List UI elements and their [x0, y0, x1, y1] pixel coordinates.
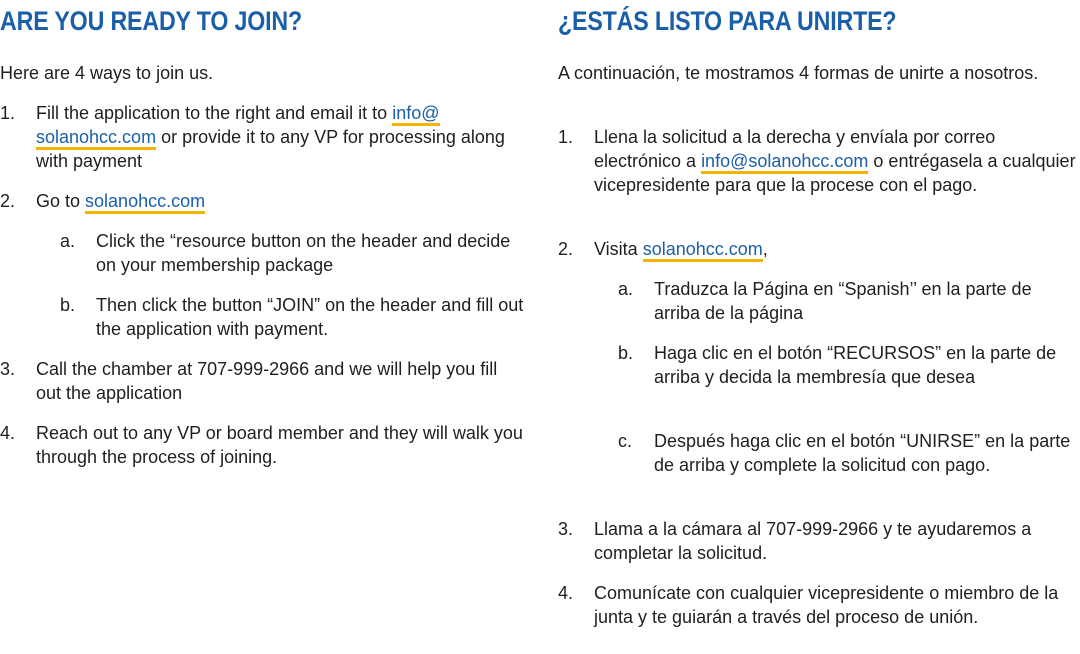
step-text: Reach out to any VP or board member and … [36, 423, 523, 467]
step-number: 1. [558, 127, 574, 147]
step-text: Comunícate con cualquier vicepresidente … [594, 583, 1059, 627]
step-text: Call the chamber at 707-999-2966 and we … [36, 359, 498, 403]
substep-letter: a. [60, 231, 76, 251]
english-step-2: 2. Go to solanohcc.com [0, 189, 525, 214]
step-text-before: Visita [594, 239, 643, 259]
spanish-heading: ¿ESTÁS LISTO PARA UNIRTE? [558, 6, 897, 36]
step-text-after: o entrégasela a cualquier vicepresidente… [594, 151, 1076, 195]
step-text: Visita solanohcc.com, [594, 237, 1080, 262]
step-number: 2. [0, 191, 16, 211]
substep-text: Click the “resource button on the header… [96, 231, 511, 275]
substep-text: Then click the button “JOIN” on the head… [96, 295, 524, 339]
spanish-step-2c: c. Después haga clic en el botón “UNIRSE… [618, 429, 1080, 501]
step-number: 4. [558, 583, 574, 603]
spanish-step-2b: b. Haga clic en el botón “RECURSOS” en l… [618, 341, 1080, 413]
email-link[interactable]: info@ [392, 103, 440, 126]
spanish-step-2a: a. Traduzca la Página en “Spanish’’ en l… [618, 277, 1080, 325]
english-step-4: 4. Reach out to any VP or board member a… [0, 421, 525, 469]
substep-letter: b. [618, 343, 634, 363]
email-link[interactable]: info@solanohcc.com [701, 151, 869, 174]
step-text-before: Go to [36, 191, 86, 211]
step-text-after: , [762, 239, 768, 259]
step-text: Go to solanohcc.com [36, 189, 525, 214]
step-number: 3. [558, 519, 574, 539]
step-number: 4. [0, 423, 16, 443]
english-heading: ARE YOU READY TO JOIN? [0, 6, 303, 36]
website-link[interactable]: solanohcc.com [85, 191, 206, 214]
website-link[interactable]: solanohcc.com [642, 239, 763, 262]
step-number: 2. [558, 239, 574, 259]
english-step-1: 1. Fill the application to the right and… [0, 101, 525, 173]
step-text: Fill the application to the right and em… [36, 101, 525, 173]
step-text: Llena la solicitud a la derecha y envíal… [594, 125, 1080, 197]
step-text: Llama a la cámara al 707-999-2966 y te a… [594, 519, 1032, 563]
substep-text: Después haga clic en el botón “UNIRSE” e… [654, 431, 1071, 475]
step-text-before: Llena la solicitud a la derecha y envíal… [594, 127, 996, 171]
spanish-intro: A continuación, te mostramos 4 formas de… [558, 63, 1039, 83]
step-number: 3. [0, 359, 16, 379]
substep-letter: c. [618, 431, 633, 451]
substep-text: Traduzca la Página en “Spanish’’ en la p… [654, 279, 1032, 323]
english-step-2b: b. Then click the button “JOIN” on the h… [60, 293, 525, 341]
spanish-step-3: 3. Llama a la cámara al 707-999-2966 y t… [558, 517, 1080, 565]
step-text-before: Fill the application to the right and em… [36, 103, 393, 123]
english-step-2a: a. Click the “resource button on the hea… [60, 229, 525, 277]
substep-letter: b. [60, 295, 76, 315]
english-step-3: 3. Call the chamber at 707-999-2966 and … [0, 357, 525, 405]
step-text-after: or provide it to any VP for processing a… [36, 127, 505, 171]
spanish-step-4: 4. Comunícate con cualquier vicepresiden… [558, 581, 1080, 653]
english-intro: Here are 4 ways to join us. [0, 63, 214, 83]
email-link-continued[interactable]: solanohcc.com [36, 127, 157, 150]
spanish-step-1: 1. Llena la solicitud a la derecha y env… [558, 125, 1080, 221]
step-number: 1. [0, 103, 16, 123]
substep-letter: a. [618, 279, 634, 299]
substep-text: Haga clic en el botón “RECURSOS” en la p… [654, 343, 1057, 387]
spanish-step-2: 2. Visita solanohcc.com, [558, 237, 1080, 262]
